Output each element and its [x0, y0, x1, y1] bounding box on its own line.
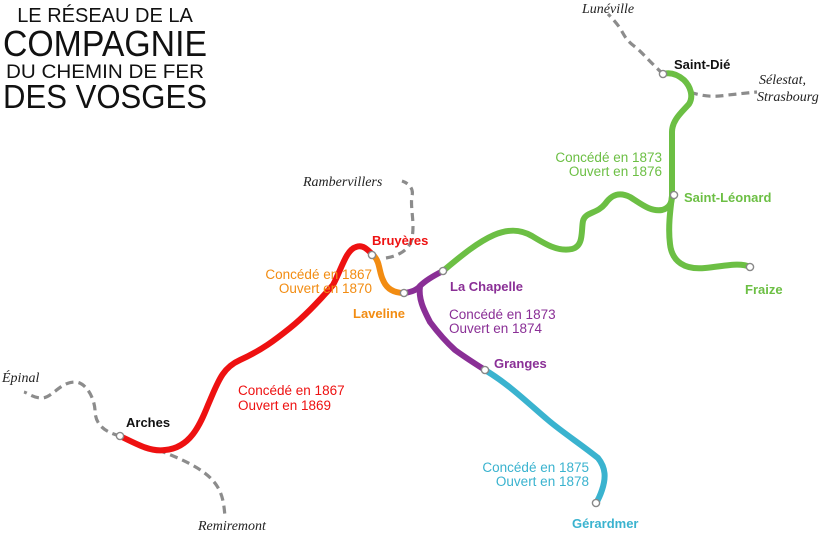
label-rambervillers: Rambervillers [302, 175, 383, 190]
note-laveline-granges-opened: Ouvert en 1874 [449, 321, 543, 336]
label-strasbourg: Strasbourg [757, 90, 819, 105]
dash-to-epinal [23, 380, 121, 438]
line-laveline-granges [401, 268, 488, 373]
line-saint-leonard-fraize [666, 193, 753, 272]
label-bruyeres: Bruyères [372, 233, 428, 248]
label-selestat: Sélestat, [759, 73, 806, 88]
dash-to-rambervillers [385, 179, 415, 260]
station-marker-arches [115, 431, 125, 441]
label-luneville: Lunéville [581, 2, 634, 17]
note-saint-die-lines-conceded: Concédé en 1873 [555, 150, 662, 165]
railway-lines [117, 70, 753, 506]
dash-to-remiremont [157, 448, 227, 517]
map-title: LE RÉSEAU DE LA COMPAGNIE DU CHEMIN DE F… [3, 4, 207, 115]
station-marker-bruyeres [367, 250, 377, 260]
station-marker-saint-leonard [669, 190, 679, 200]
external-connections [23, 12, 758, 517]
title-line-3: DU CHEMIN DE FER [6, 62, 204, 83]
label-fraize: Fraize [745, 282, 783, 297]
external-labels: Épinal Remiremont Rambervillers Lunévill… [1, 2, 819, 534]
label-remiremont: Remiremont [197, 519, 267, 534]
line-arches-laveline [117, 243, 377, 454]
label-la-chapelle: La Chapelle [450, 279, 523, 294]
title-line-2: COMPAGNIE [3, 23, 207, 64]
line-bruyeres-laveline [371, 253, 407, 296]
title-line-4: DES VOSGES [3, 78, 207, 115]
note-granges-gerardmer-conceded: Concédé en 1875 [482, 460, 589, 475]
note-granges-gerardmer-opened: Ouvert en 1878 [496, 474, 589, 489]
note-bruyeres-laveline-opened: Ouvert en 1870 [279, 281, 372, 296]
title-line-1: LE RÉSEAU DE LA [17, 4, 193, 27]
label-saint-leonard: Saint-Léonard [684, 190, 771, 205]
segment-annotations: Concédé en 1867 Ouvert en 1869 Concédé e… [238, 150, 662, 489]
label-granges: Granges [494, 356, 547, 371]
line-granges-gerardmer [482, 367, 608, 506]
label-laveline: Laveline [353, 306, 405, 321]
station-markers [115, 69, 755, 508]
station-marker-fraize [745, 262, 755, 272]
station-marker-la-chapelle [438, 266, 448, 276]
station-marker-laveline [399, 288, 409, 298]
note-bruyeres-laveline-conceded: Concédé en 1867 [265, 267, 372, 282]
label-arches: Arches [126, 415, 170, 430]
note-arches-laveline-conceded: Concédé en 1867 [238, 383, 345, 398]
note-saint-die-lines-opened: Ouvert en 1876 [569, 164, 662, 179]
station-marker-gerardmer [591, 498, 601, 508]
station-marker-granges [480, 365, 490, 375]
note-arches-laveline-opened: Ouvert en 1869 [238, 398, 331, 413]
label-epinal: Épinal [1, 369, 39, 386]
line-laveline-saint-die [440, 70, 695, 274]
note-laveline-granges-conceded: Concédé en 1873 [449, 307, 556, 322]
label-gerardmer: Gérardmer [572, 516, 638, 531]
dash-to-selestat [689, 90, 758, 98]
station-labels: Arches Bruyères Laveline La Chapelle Gra… [126, 57, 783, 531]
dash-to-luneville [606, 12, 665, 76]
label-saint-die: Saint-Dié [674, 57, 730, 72]
station-marker-saint-die [658, 69, 668, 79]
